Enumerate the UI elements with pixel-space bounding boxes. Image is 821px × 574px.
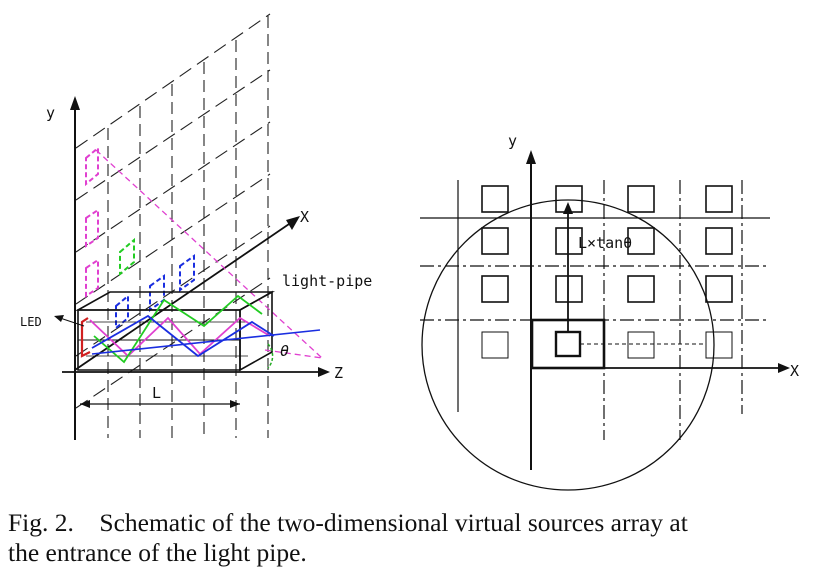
y-axis-label: y: [46, 104, 55, 122]
theta-label: θ: [280, 342, 289, 360]
right-y-axis-label: y: [508, 132, 517, 150]
led-pointer: [59, 317, 85, 327]
led-source: [80, 317, 91, 358]
ray-magenta: [89, 316, 271, 358]
right-diagram: y X L×tanθ: [420, 132, 799, 491]
x-axis-arrow: [286, 216, 300, 230]
length-label: L: [152, 384, 161, 402]
virtual-source-green: [119, 237, 135, 277]
aperture-circle: [421, 199, 715, 491]
y-axis-arrow: [70, 96, 80, 110]
magenta-ray: [95, 149, 323, 359]
led-label: LED: [20, 315, 42, 329]
x-axis: [74, 221, 293, 371]
virtual-sources-magenta: [85, 145, 99, 298]
ray-blue-2: [91, 329, 321, 355]
light-pipe-box: [74, 290, 276, 372]
led-source-square: [554, 330, 582, 358]
ray-blue: [91, 314, 275, 358]
theta-arc: [267, 343, 274, 369]
length-arrow-left: [80, 400, 90, 408]
grid-lines: [420, 180, 770, 440]
caption-line-1: Fig. 2. Schematic of the two-dimensional…: [8, 508, 688, 537]
magenta-ray-2: [264, 349, 323, 359]
x-axis-label: X: [300, 208, 309, 226]
figure-canvas: y X Z: [20, 13, 799, 491]
virtual-grid-verticals: [107, 16, 269, 438]
caption-line-2: the entrance of the light pipe.: [8, 538, 307, 567]
right-y-axis-arrow: [526, 150, 536, 164]
figure-caption: Fig. 2. Schematic of the two-dimensional…: [8, 508, 818, 568]
right-x-axis-arrow: [778, 363, 790, 373]
virtual-source-squares: [481, 185, 733, 359]
led-pointer-arrow: [54, 315, 64, 322]
z-axis-arrow: [318, 367, 330, 377]
light-pipe-label: light-pipe: [282, 272, 372, 290]
left-diagram: y X Z: [20, 13, 372, 440]
offset-label: L×tanθ: [578, 234, 632, 252]
offset-arrow-head: [563, 202, 573, 214]
ray-green: [93, 294, 263, 364]
right-x-axis-label: X: [790, 362, 799, 380]
virtual-grid-diagonals: [75, 13, 271, 409]
z-axis-label: Z: [334, 364, 343, 382]
length-arrow-right: [230, 400, 240, 408]
